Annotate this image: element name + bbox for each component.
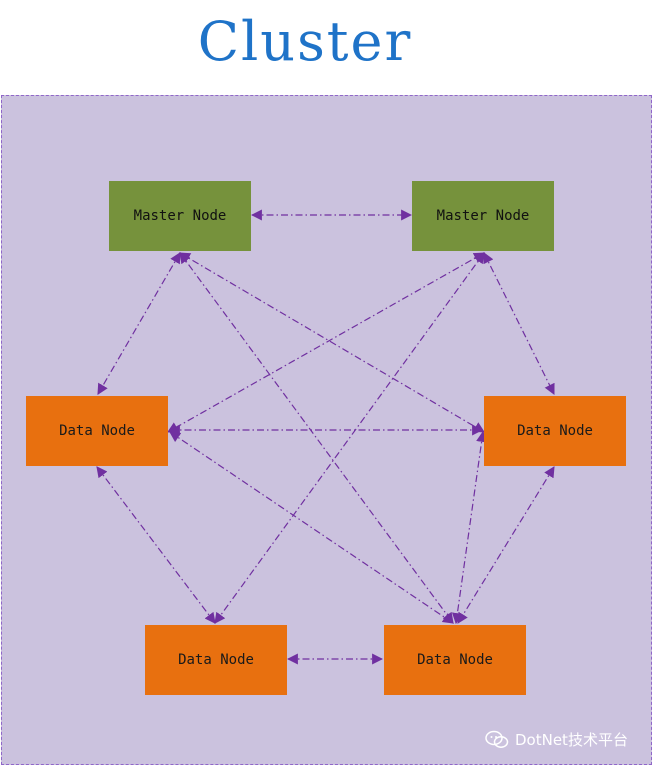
watermark: DotNet技术平台 — [485, 729, 628, 750]
edge-data-left-data-bottom-right — [169, 431, 454, 624]
data-node-bottom-right: Data Node — [384, 625, 526, 695]
data-node-left: Data Node — [26, 396, 168, 466]
data-node-right: Data Node — [484, 396, 626, 466]
edge-master1-data-right — [179, 252, 485, 433]
data-node-bottom-left: Data Node — [145, 625, 287, 695]
edge-data-left-data-bottom-left — [96, 466, 216, 624]
watermark-text: DotNet技术平台 — [515, 731, 628, 749]
master-node-2: Master Node — [412, 181, 554, 251]
edge-master1-data-left — [97, 252, 181, 395]
edge-master1-data-bottom-right — [179, 252, 454, 624]
edge-master2-data-bottom-left — [214, 252, 485, 624]
master-node-1: Master Node — [109, 181, 251, 251]
edge-master2-data-right — [483, 252, 555, 395]
wechat-icon — [485, 730, 509, 748]
edge-data-right-data-bottom-right-2 — [457, 466, 555, 624]
edge-master2-data-left — [167, 252, 485, 433]
edge-data-right-data-bottom-right — [451, 430, 488, 625]
diagram-title: Cluster — [197, 10, 413, 73]
